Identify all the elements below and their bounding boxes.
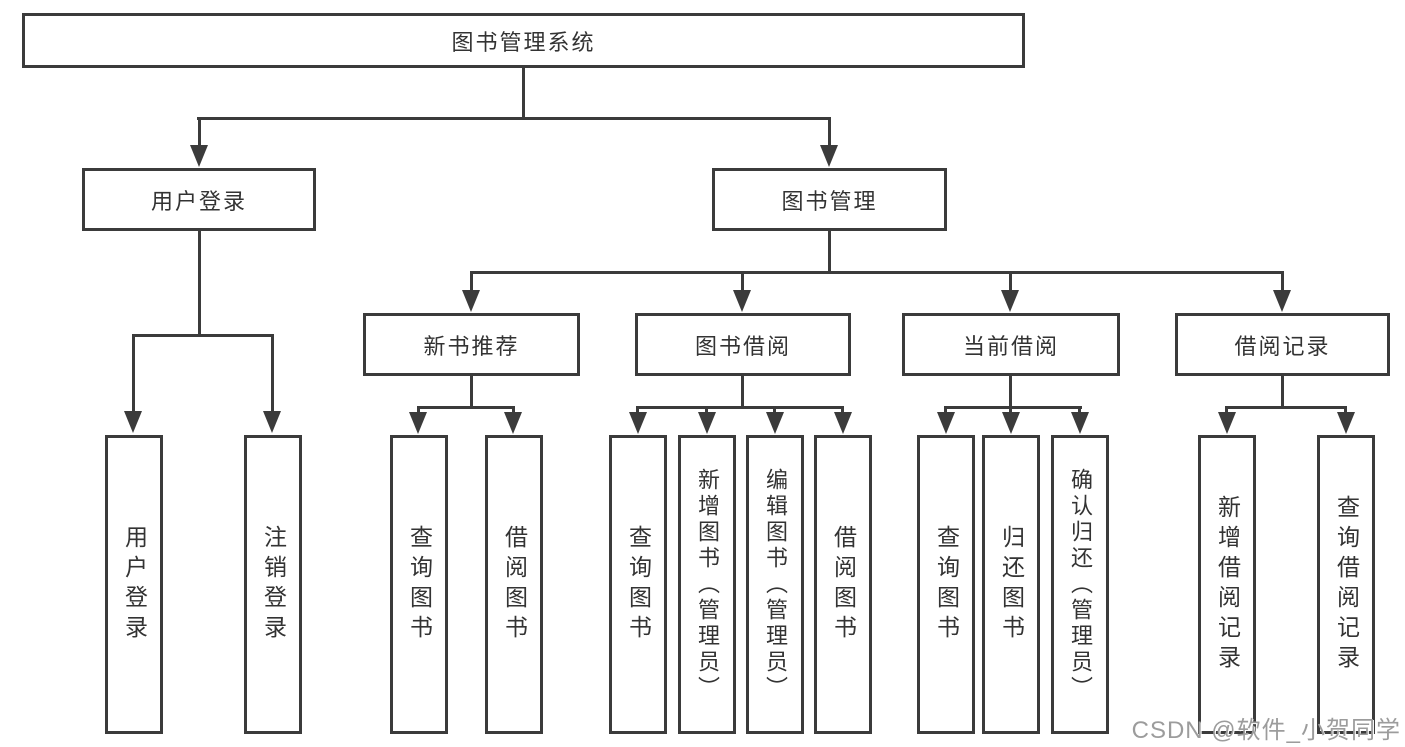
node-nb-borrow-books-label: 借阅图书 [501, 524, 528, 645]
connector-current-branch [944, 406, 1082, 409]
connector-leaf [841, 408, 844, 414]
node-user-login-label: 用户登录 [121, 524, 148, 645]
node-user-login-branch-label: 用户登录 [150, 188, 247, 214]
connector-to-book-mgmt [828, 120, 831, 148]
connector-level1-branch [197, 117, 831, 120]
node-cb-return-books-label: 归还图书 [998, 524, 1025, 645]
node-rec-add-record: 新增借阅记录 [1198, 435, 1256, 734]
connector-new-books-stem [470, 376, 473, 407]
node-current-borrowing: 当前借阅 [902, 313, 1120, 376]
node-library-system: 图书管理系统 [22, 13, 1025, 68]
arrow-down-icon [263, 411, 281, 433]
arrow-down-icon [190, 145, 208, 167]
connector-leaf [1225, 408, 1228, 414]
node-bb-edit-books-admin-label: 编辑图书（管理员） [763, 467, 788, 702]
connector-user-login-branch [132, 334, 274, 337]
node-new-book-recommend: 新书推荐 [363, 313, 580, 376]
arrow-down-icon [698, 412, 716, 434]
node-cb-confirm-return-admin: 确认归还（管理员） [1051, 435, 1109, 734]
arrow-down-icon [462, 290, 480, 312]
node-rec-query-record: 查询借阅记录 [1317, 435, 1375, 734]
node-current-borrowing-label: 当前借阅 [962, 333, 1059, 359]
connector-leaf [944, 408, 947, 414]
node-book-borrowing-label: 图书借阅 [694, 333, 791, 359]
node-bb-borrow-books-label: 借阅图书 [830, 524, 857, 645]
arrow-down-icon [733, 290, 751, 312]
connector-borrowing-branch [636, 406, 844, 409]
connector-leaf [773, 408, 776, 414]
arrow-down-icon [409, 412, 427, 434]
connector-leaf [1078, 408, 1081, 414]
node-logout-label: 注销登录 [260, 524, 287, 645]
connector-to-logout [271, 337, 274, 413]
arrow-down-icon [766, 412, 784, 434]
node-user-login-branch: 用户登录 [82, 168, 316, 231]
node-borrow-records: 借阅记录 [1175, 313, 1390, 376]
node-nb-query-books-label: 查询图书 [406, 524, 433, 645]
node-nb-borrow-books: 借阅图书 [485, 435, 543, 734]
connector-level3-branch [470, 271, 1284, 274]
node-book-management: 图书管理 [712, 168, 947, 231]
node-bb-query-books-label: 查询图书 [625, 524, 652, 645]
connector-records-stem [1281, 376, 1284, 407]
node-book-management-label: 图书管理 [781, 188, 878, 214]
connector-to-user-login [198, 120, 201, 148]
node-bb-add-books-admin-label: 新增图书（管理员） [695, 467, 720, 702]
node-cb-return-books: 归还图书 [982, 435, 1040, 734]
arrow-down-icon [1218, 412, 1236, 434]
node-bb-borrow-books: 借阅图书 [814, 435, 872, 734]
arrow-down-icon [820, 145, 838, 167]
arrow-down-icon [1337, 412, 1355, 434]
connector-records-branch [1225, 406, 1347, 409]
node-library-system-label: 图书管理系统 [451, 29, 596, 55]
connector-new-books-branch [417, 406, 515, 409]
node-borrow-records-label: 借阅记录 [1234, 333, 1331, 359]
connector-borrowing-stem [741, 376, 744, 407]
arrow-down-icon [629, 412, 647, 434]
connector-leaf [512, 408, 515, 414]
arrow-down-icon [124, 411, 142, 433]
connector-book-mgmt-stem [828, 231, 831, 272]
arrow-down-icon [1002, 412, 1020, 434]
node-book-borrowing: 图书借阅 [635, 313, 851, 376]
node-cb-query-books-label: 查询图书 [933, 524, 960, 645]
connector-root-stem [522, 68, 525, 120]
arrow-down-icon [937, 412, 955, 434]
watermark: CSDN @软件_小贺同学 [1131, 717, 1401, 744]
arrow-down-icon [1273, 290, 1291, 312]
node-nb-query-books: 查询图书 [390, 435, 448, 734]
connector-to-current [1009, 274, 1012, 292]
arrow-down-icon [834, 412, 852, 434]
arrow-down-icon [1001, 290, 1019, 312]
connector-leaf [1009, 408, 1012, 414]
node-bb-edit-books-admin: 编辑图书（管理员） [746, 435, 804, 734]
connector-leaf [1344, 408, 1347, 414]
arrow-down-icon [1071, 412, 1089, 434]
connector-leaf [417, 408, 420, 414]
connector-to-borrowing [741, 274, 744, 292]
connector-current-stem [1009, 376, 1012, 407]
connector-to-login [132, 337, 135, 413]
connector-to-new-books [470, 274, 473, 292]
arrow-down-icon [504, 412, 522, 434]
node-cb-query-books: 查询图书 [917, 435, 975, 734]
node-rec-add-record-label: 新增借阅记录 [1214, 494, 1241, 675]
node-rec-query-record-label: 查询借阅记录 [1333, 494, 1360, 675]
node-bb-query-books: 查询图书 [609, 435, 667, 734]
connector-user-login-stem [198, 231, 201, 335]
node-new-book-recommend-label: 新书推荐 [423, 333, 520, 359]
node-logout: 注销登录 [244, 435, 302, 734]
connector-leaf [705, 408, 708, 414]
connector-to-records [1281, 274, 1284, 292]
node-user-login: 用户登录 [105, 435, 163, 734]
node-cb-confirm-return-admin-label: 确认归还（管理员） [1068, 467, 1093, 702]
connector-leaf [636, 408, 639, 414]
node-bb-add-books-admin: 新增图书（管理员） [678, 435, 736, 734]
